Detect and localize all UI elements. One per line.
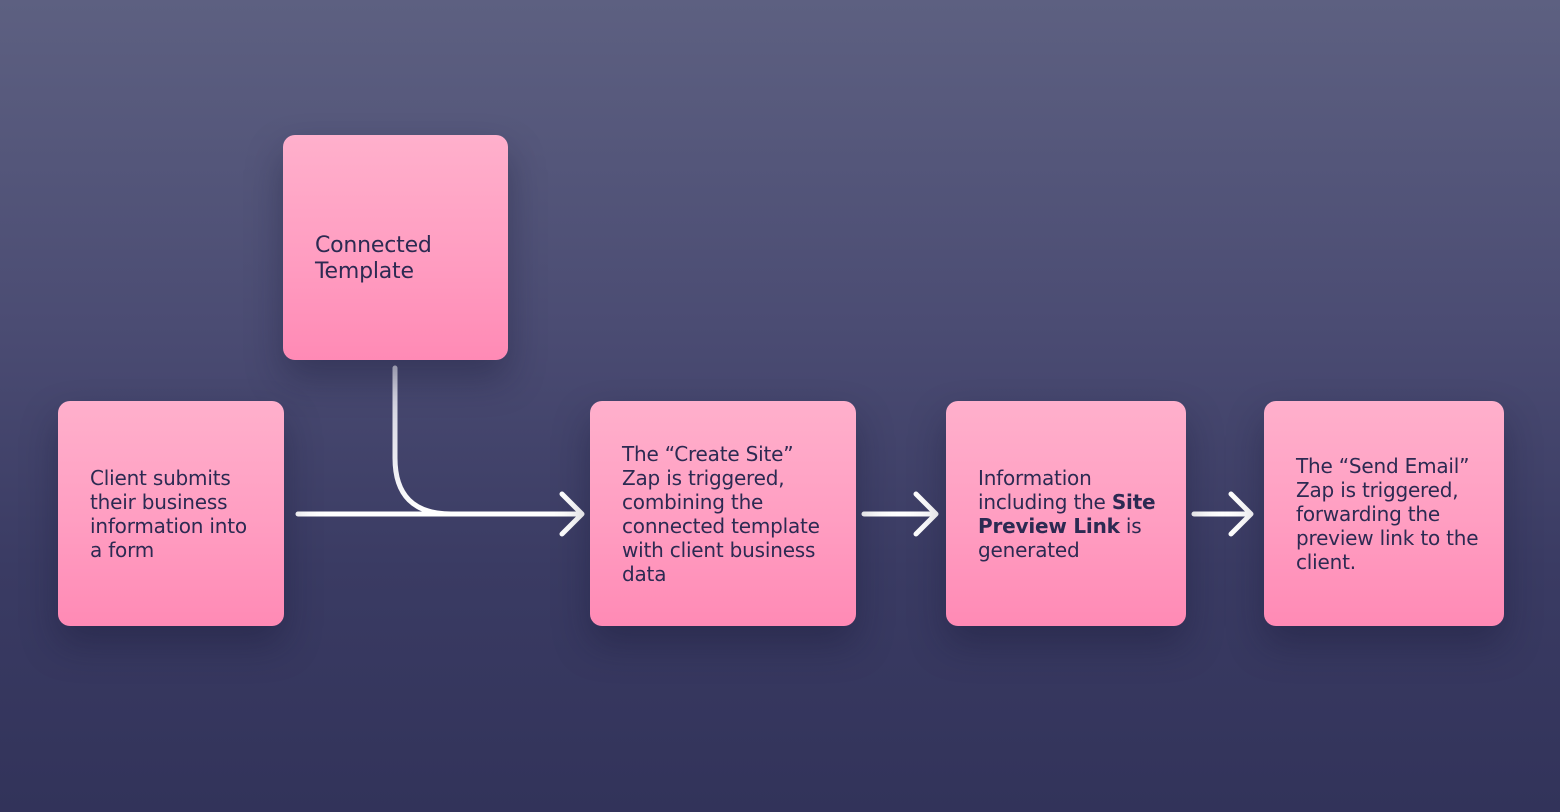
info-to-send-arrowhead xyxy=(1228,491,1254,537)
site-preview-link-node: Information including the Site Preview L… xyxy=(946,401,1186,626)
send-email-zap-label: The “Send Email” Zap is triggered, forwa… xyxy=(1296,453,1479,574)
connected-template-node: Connected Template xyxy=(283,135,508,360)
create-site-zap-node: The “Create Site” Zap is triggered, comb… xyxy=(590,401,856,626)
client-submits-label: Client submits their business informatio… xyxy=(90,465,247,562)
info-text-before: Information including the xyxy=(978,465,1112,514)
client-to-create-arrowhead xyxy=(559,491,585,537)
site-preview-link-label: Information including the Site Preview L… xyxy=(978,466,1166,562)
template-connector-line xyxy=(392,365,473,517)
connected-template-label: Connected Template xyxy=(315,233,432,285)
send-email-zap-node: The “Send Email” Zap is triggered, forwa… xyxy=(1264,401,1504,626)
info-text-bold: Site Preview Link xyxy=(978,489,1156,538)
info-text-after: is generated xyxy=(978,513,1142,562)
client-submits-node: Client submits their business informatio… xyxy=(58,401,284,626)
create-to-info-arrowhead xyxy=(913,491,939,537)
create-site-zap-label: The “Create Site” Zap is triggered, comb… xyxy=(622,441,820,586)
